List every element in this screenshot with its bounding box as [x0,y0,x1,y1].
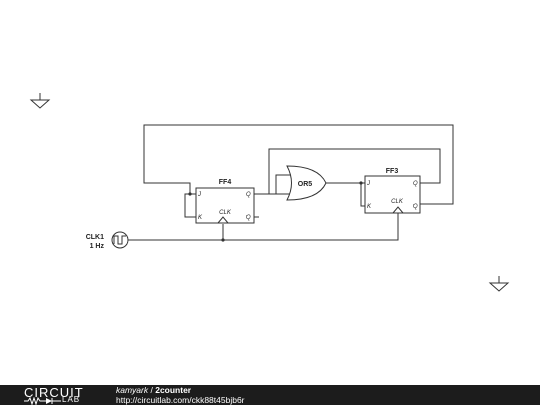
logo-word-lab: LAB [62,395,81,404]
circuit-title[interactable]: 2counter [155,385,192,395]
junction-dot-ff3-jk [359,181,363,185]
circuit-url[interactable]: http://circuitlab.com/ckk88t45bjb6r [116,394,245,405]
ff4-pin-q: Q [246,192,251,198]
circuitlab-logo[interactable]: CIRCUIT LAB [24,385,96,405]
ff3-pin-j: J [366,181,371,187]
ff4-pin-clk: CLK [219,210,232,216]
clock-source-clk1[interactable] [111,231,129,249]
ff4-pin-j: J [197,192,202,198]
ff4-pin-qbar: Q [246,215,251,221]
clk1-label: CLK1 [86,234,104,241]
ff3-pin-q: Q [413,181,418,187]
wire-net[interactable] [128,124,454,241]
ff3-pin-clk: CLK [391,199,404,205]
ff4-label: FF4 [219,179,232,186]
flip-flop-ff3[interactable] [364,175,421,214]
junction-dot-ff4-jk [188,192,192,196]
flip-flop-ff4[interactable] [195,187,259,224]
circuit-info: kamyark / 2counter http://circuitlab.com… [116,385,245,405]
path-separator: / [148,385,156,395]
footer-bar: CIRCUIT LAB kamyark / 2counter http://ci… [0,385,540,405]
resistor-diode-icon [24,397,61,405]
junction-dot-clock [221,238,225,242]
ff3-label: FF3 [386,168,399,175]
author-name[interactable]: kamyark [116,385,149,395]
logo-word-circuit: CIRCUIT [24,385,84,400]
ff4-pin-k: K [198,215,203,221]
ground-symbol-left[interactable] [29,93,51,109]
or-gate-or5[interactable] [286,165,327,201]
schematic-canvas: FF4 FF3 OR5 CLK1 1 Hz J K Q Q CLK J K Q … [29,93,510,292]
ff3-pin-qbar: Q [413,204,418,210]
or5-label: OR5 [298,181,313,188]
ff3-pin-k: K [367,204,372,210]
clk1-frequency-label: 1 Hz [90,243,105,250]
ground-symbol-right[interactable] [488,276,510,292]
